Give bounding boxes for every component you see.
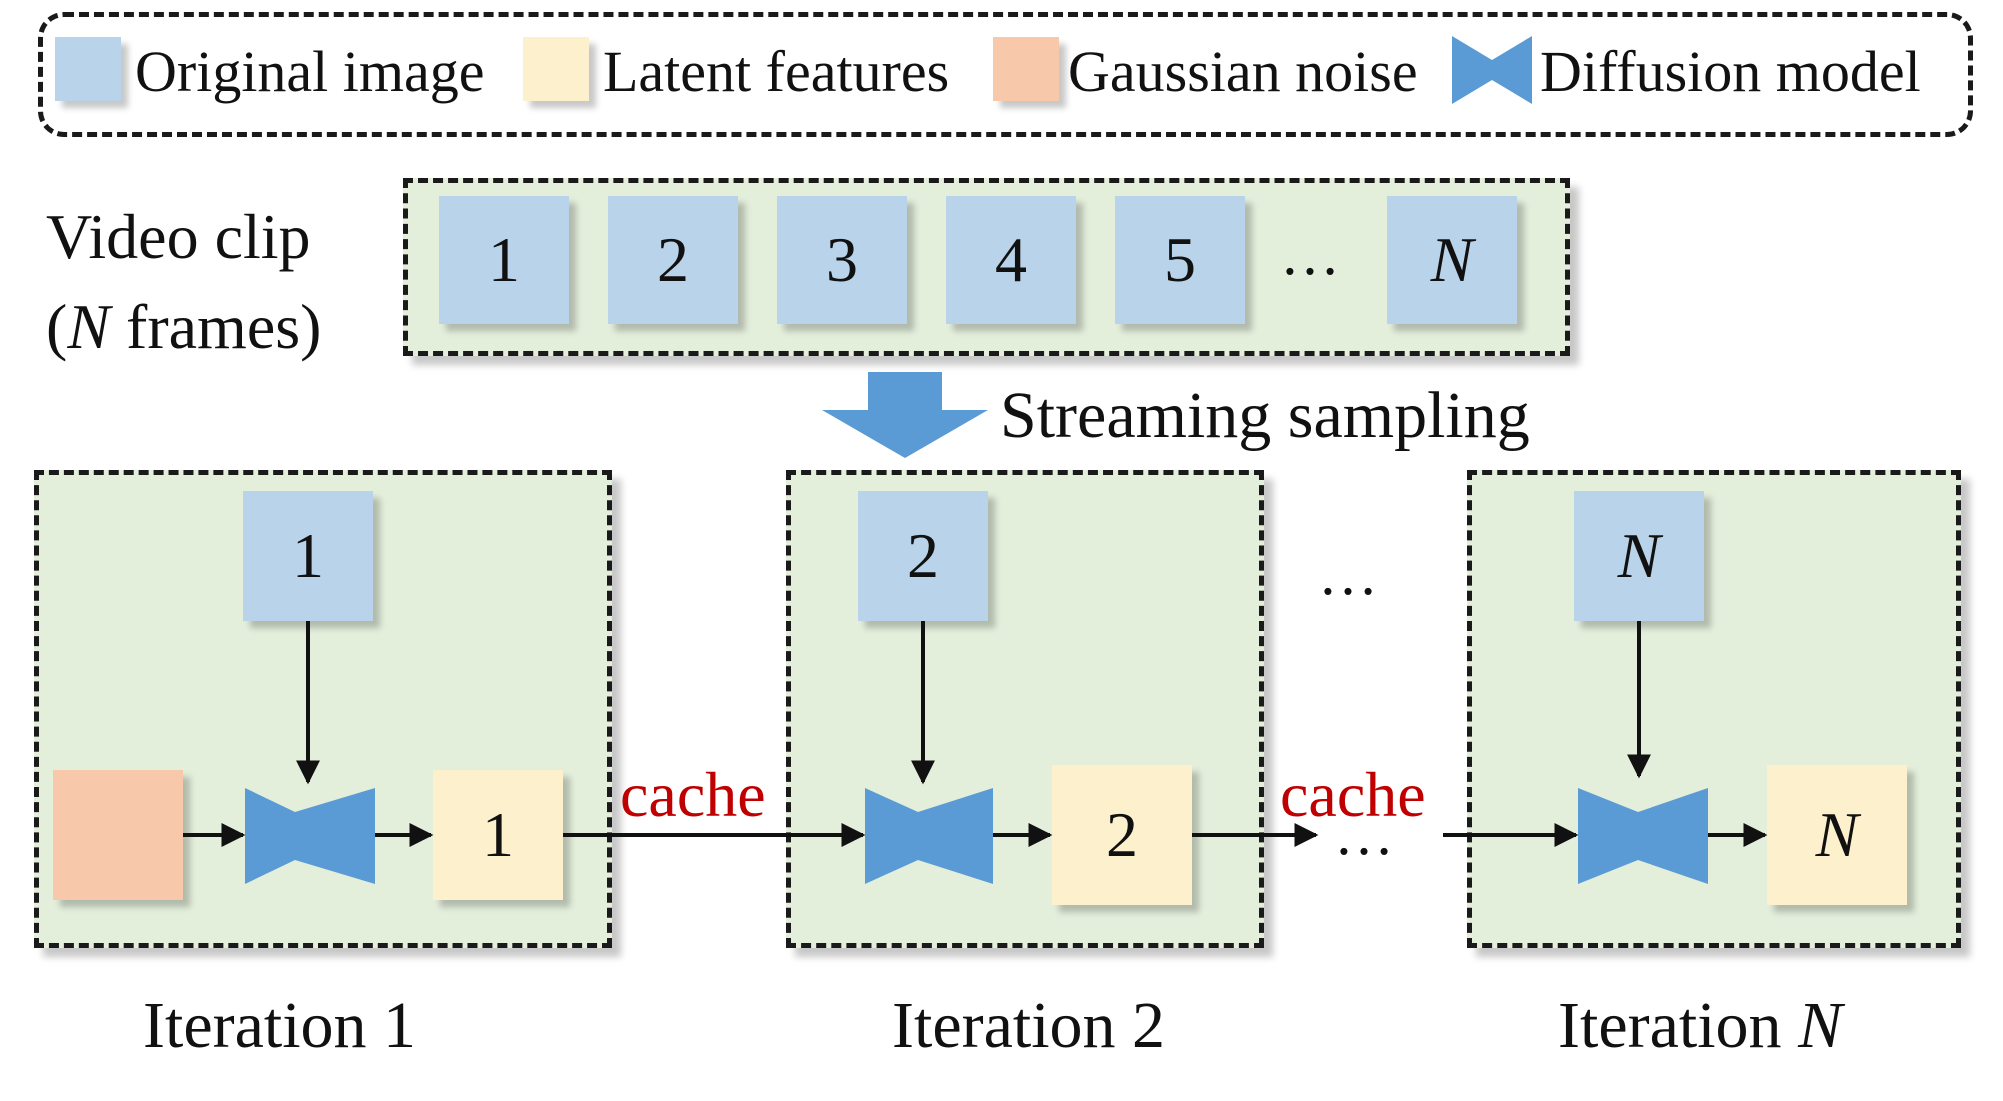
clip-frame-2: 2 [608, 196, 738, 324]
iteration-1-label: Iteration 1 [143, 989, 417, 1062]
clip-frame-n: N [1387, 196, 1517, 324]
clip-frame-1: 1 [439, 196, 569, 324]
iteration-1-noise [53, 770, 183, 900]
cache-ellipsis: … [1334, 801, 1394, 867]
legend-noise-swatch [993, 37, 1059, 101]
iterations-ellipsis: … [1318, 541, 1378, 607]
legend-box [38, 12, 1973, 137]
video-clip-subtitle: (N frames) [46, 291, 322, 362]
streaming-arrow-icon [822, 372, 988, 458]
legend-latent-label: Latent features [603, 39, 950, 104]
video-clip-title: Video clip [46, 201, 311, 272]
clip-frame-5: 5 [1115, 196, 1245, 324]
legend-latent-swatch [523, 37, 589, 101]
iteration-2-label: Iteration 2 [892, 989, 1166, 1062]
streaming-sampling-label: Streaming sampling [1000, 379, 1530, 452]
iteration-2-input-frame: 2 [858, 491, 988, 621]
legend-noise-label: Gaussian noise [1068, 39, 1418, 104]
clip-ellipsis: … [1280, 221, 1340, 287]
iteration-n-latent: N [1767, 765, 1907, 905]
legend-original-label: Original image [135, 39, 485, 104]
iteration-n-diffusion-model-icon [1578, 788, 1708, 884]
legend-original-swatch [55, 37, 121, 101]
legend-diffusion-label: Diffusion model [1540, 39, 1921, 104]
iteration-n-input-frame: N [1574, 491, 1704, 621]
clip-frame-3: 3 [777, 196, 907, 324]
iteration-n-label: Iteration N [1558, 989, 1843, 1062]
cache-label-1: cache [620, 759, 766, 830]
cache-label-2: cache [1280, 759, 1426, 830]
legend-diffusion-model-icon [1452, 36, 1532, 104]
iteration-2-diffusion-model-icon [865, 788, 993, 884]
iteration-1-input-frame: 1 [243, 491, 373, 621]
iteration-2-latent: 2 [1052, 765, 1192, 905]
clip-frame-4: 4 [946, 196, 1076, 324]
iteration-1-diffusion-model-icon [245, 788, 375, 884]
iteration-1-latent: 1 [433, 770, 563, 900]
